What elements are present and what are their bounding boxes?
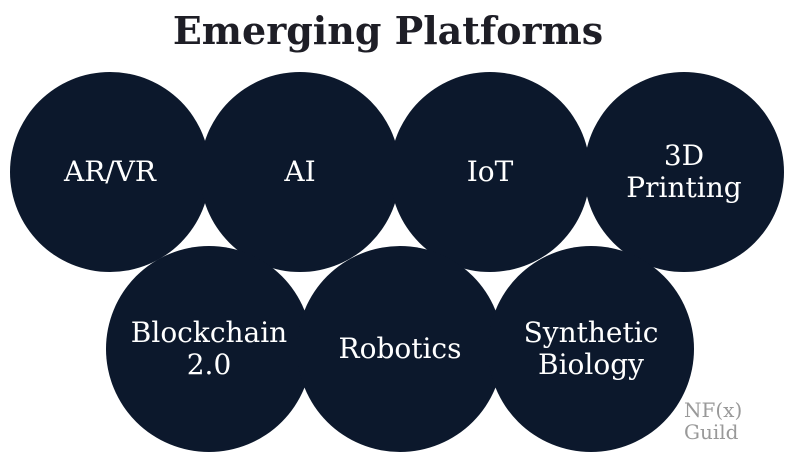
platform-circle-synthetic-biology: Synthetic Biology [488, 246, 694, 452]
slide-title: Emerging Platforms [172, 8, 604, 53]
platform-label-3d-printing: 3D Printing [626, 139, 742, 204]
platform-label-robotics: Robotics [338, 332, 462, 366]
platform-circle-robotics: Robotics [297, 246, 503, 452]
platform-label-iot: IoT [466, 155, 514, 189]
platform-circle-ar-vr: AR/VR [10, 72, 210, 272]
platform-label-blockchain-2-0: Blockchain 2.0 [130, 316, 288, 381]
nfx-guild-watermark: NF(x) Guild [684, 398, 743, 444]
platform-label-ar-vr: AR/VR [63, 155, 157, 189]
platform-label-ai: AI [284, 155, 316, 189]
platform-label-synthetic-biology: Synthetic Biology [523, 316, 659, 381]
platform-circle-blockchain-2-0: Blockchain 2.0 [106, 246, 312, 452]
platform-circle-ai: AI [200, 72, 400, 272]
platform-circle-iot: IoT [390, 72, 590, 272]
platform-circle-3d-printing: 3D Printing [584, 72, 784, 272]
